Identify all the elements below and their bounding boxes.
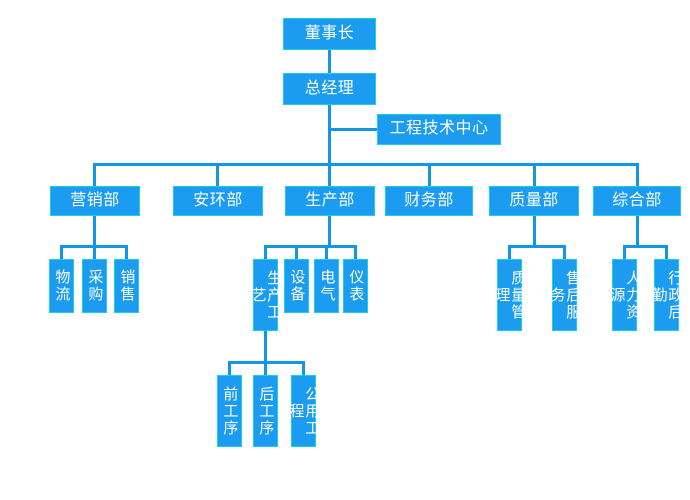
connector-general-down xyxy=(636,216,639,245)
connector-gm-trunk xyxy=(328,105,331,165)
connector-chairman-to-gm xyxy=(328,50,331,73)
stem-dept-production xyxy=(328,163,331,186)
node-engineering-center[interactable]: 工程技术中心 xyxy=(377,114,501,145)
node-dept-safety[interactable]: 安环部 xyxy=(173,186,263,216)
stem-process-utility xyxy=(302,361,305,375)
node-process-front[interactable]: 前工序 xyxy=(217,375,242,447)
node-dept-finance[interactable]: 财务部 xyxy=(385,186,473,216)
stem-production-instrument xyxy=(354,245,357,259)
stem-production-electrical xyxy=(325,245,328,259)
stem-marketing-procurement xyxy=(93,245,96,259)
node-production-process[interactable]: 生产工艺 xyxy=(250,259,282,331)
node-quality-management[interactable]: 质量管理 xyxy=(494,259,526,331)
general-child-bus xyxy=(623,245,668,248)
stem-process-back xyxy=(264,361,267,375)
stem-dept-quality xyxy=(533,163,536,186)
node-chairman[interactable]: 董事长 xyxy=(283,18,376,50)
node-production-instrument[interactable]: 仪表 xyxy=(343,259,368,313)
stem-dept-marketing xyxy=(93,163,96,186)
node-dept-marketing[interactable]: 营销部 xyxy=(50,186,140,216)
connector-gm-to-engineering-center xyxy=(328,128,378,131)
stem-production-process xyxy=(264,245,267,259)
stem-dept-general xyxy=(636,163,639,186)
node-dept-production[interactable]: 生产部 xyxy=(285,186,375,216)
stem-production-equipment xyxy=(295,245,298,259)
node-general-manager[interactable]: 总经理 xyxy=(283,73,376,105)
connector-quality-down xyxy=(533,216,536,245)
connector-process-down xyxy=(264,331,267,361)
stem-general-hr xyxy=(623,245,626,259)
node-quality-aftersales[interactable]: 售后服务 xyxy=(549,259,581,331)
quality-child-bus xyxy=(508,245,566,248)
stem-general-admin xyxy=(665,245,668,259)
department-bus-line xyxy=(93,163,639,166)
node-process-utility[interactable]: 公用工程 xyxy=(288,375,320,447)
node-dept-general[interactable]: 综合部 xyxy=(593,186,681,216)
stem-dept-finance xyxy=(428,163,431,186)
node-production-equipment[interactable]: 设备 xyxy=(284,259,309,313)
stem-marketing-logistics xyxy=(60,245,63,259)
node-marketing-procurement[interactable]: 采购 xyxy=(82,259,107,313)
stem-dept-safety xyxy=(216,163,219,186)
connector-marketing-down xyxy=(93,216,96,245)
node-marketing-logistics[interactable]: 物流 xyxy=(49,259,74,313)
node-general-hr[interactable]: 人力资源 xyxy=(609,259,641,331)
stem-marketing-sales xyxy=(125,245,128,259)
stem-quality-management xyxy=(508,245,511,259)
node-production-electrical[interactable]: 电气 xyxy=(314,259,339,313)
node-general-admin[interactable]: 行政后勤 xyxy=(651,259,683,331)
connector-production-down xyxy=(328,216,331,245)
node-marketing-sales[interactable]: 销售 xyxy=(114,259,139,313)
stem-quality-aftersales xyxy=(563,245,566,259)
node-dept-quality[interactable]: 质量部 xyxy=(489,186,579,216)
stem-process-front xyxy=(228,361,231,375)
production-child-bus xyxy=(264,245,357,248)
node-process-back[interactable]: 后工序 xyxy=(253,375,278,447)
